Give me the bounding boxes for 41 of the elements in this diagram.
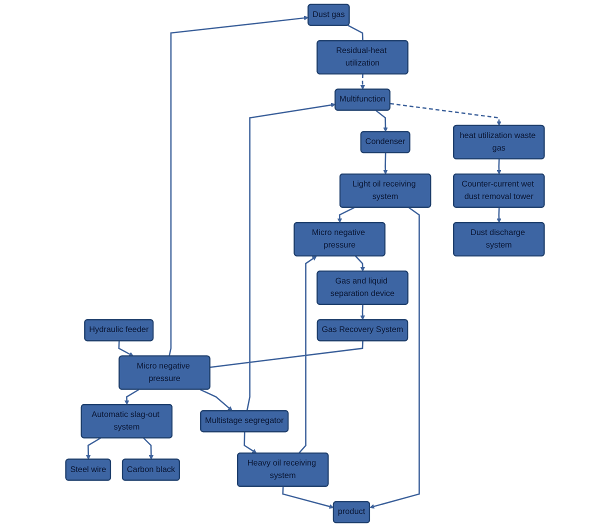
- arrow: [376, 110, 388, 132]
- process-box: Condenser: [360, 131, 410, 154]
- process-box: Automatic slag-out system: [80, 404, 172, 438]
- arrow: [200, 388, 233, 412]
- arrow: [390, 102, 502, 126]
- process-box: Hydraulic feeder: [84, 319, 154, 342]
- arrow: [496, 159, 502, 175]
- process-box: Gas and liquid separation device: [316, 270, 408, 305]
- process-box: Micro negative pressure: [118, 355, 210, 390]
- process-box: Carbon black: [122, 458, 180, 481]
- process-box: Counter-current wet dust removal tower: [453, 173, 545, 208]
- process-box: heat utilization waste gas: [453, 124, 545, 160]
- arrow: [360, 304, 366, 320]
- arrow: [244, 432, 257, 454]
- process-box: Light oil receiving system: [339, 173, 432, 208]
- process-box: product: [332, 501, 370, 524]
- arrow: [246, 102, 336, 412]
- arrow: [143, 438, 154, 460]
- arrow: [337, 206, 355, 224]
- process-box: Multistage segregator: [200, 410, 289, 432]
- arrow: [360, 74, 366, 90]
- process-box: Dust discharge system: [453, 222, 545, 256]
- connector-line: [210, 340, 364, 368]
- process-box: Micro negative pressure: [294, 222, 386, 256]
- arrow: [282, 486, 334, 509]
- arrow: [370, 207, 420, 509]
- process-box: Multifunction: [334, 88, 390, 111]
- arrow: [168, 16, 309, 356]
- arrow: [496, 208, 502, 224]
- arrow: [355, 256, 366, 272]
- process-box: Steel wire: [65, 458, 112, 481]
- connector-line: [348, 24, 364, 41]
- process-box: Residual-heat utilization: [316, 40, 408, 74]
- arrow: [124, 388, 140, 406]
- arrow: [118, 340, 134, 356]
- arrow: [86, 437, 101, 460]
- arrow: [298, 256, 317, 454]
- process-box: Gas Recovery System: [316, 319, 408, 342]
- process-box: Heavy oil receiving system: [237, 452, 329, 487]
- process-box: Dust gas: [308, 4, 350, 26]
- arrow: [383, 152, 388, 175]
